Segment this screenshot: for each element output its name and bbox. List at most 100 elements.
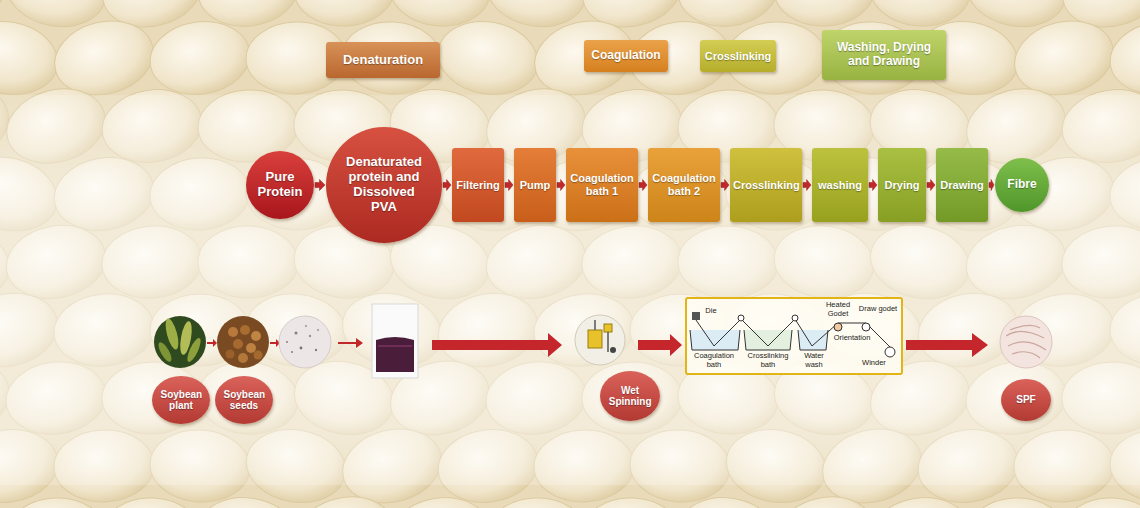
node-text: Coagulation bath 2: [651, 172, 717, 197]
soybean-shape: [4, 495, 108, 508]
flow-arrow: [989, 180, 994, 191]
process-box: Drawing: [936, 148, 988, 222]
node-text: Drawing: [939, 179, 985, 192]
small-arrow: [270, 339, 280, 347]
small-arrow: [338, 338, 363, 348]
node-text: Denaturated protein and Dissolved PVA: [341, 155, 426, 215]
node-text: Coagulation: [587, 49, 665, 63]
flow-arrow: [315, 180, 325, 191]
node-text: Pure Protein: [256, 170, 305, 200]
process-box: Drying: [878, 148, 926, 222]
soybean-shape: [1060, 495, 1140, 508]
process-box: Coagulation bath 2: [648, 148, 720, 222]
caption-oval: Soybean plant: [152, 376, 210, 424]
protein-solution-image: [372, 304, 418, 378]
flow-arrow: [927, 180, 935, 191]
bath-trough: [798, 330, 828, 350]
flow-arrow: [803, 180, 811, 191]
soybean-shape: [484, 495, 588, 508]
soybean-shape: [145, 15, 254, 100]
caption-oval: Wet Spinning: [600, 371, 660, 421]
die-symbol: [692, 312, 700, 320]
flow-arrow: [721, 180, 729, 191]
bath-trough: [744, 330, 792, 350]
process-circle: Denaturated protein and Dissolved PVA: [326, 127, 442, 243]
soybean-shape: [0, 14, 63, 102]
winder-roller: [885, 347, 895, 357]
node-text: Pump: [517, 179, 553, 192]
schematic-label: Die: [702, 307, 720, 316]
soybean-shape: [0, 491, 15, 508]
node-text: Drying: [881, 179, 923, 192]
process-box: Filtering: [452, 148, 504, 222]
protein-powder-image: [279, 316, 331, 368]
small-arrow: [207, 339, 217, 347]
bath-trough: [690, 330, 740, 350]
flow-arrow: [505, 180, 513, 191]
soybean-shape: [964, 495, 1068, 508]
stage-header: Crosslinking: [700, 40, 776, 72]
flow-arrow: [869, 180, 877, 191]
soybean-shape: [1105, 15, 1140, 100]
soybean-shape: [193, 491, 303, 508]
schematic-label: Coagulation bath: [688, 352, 740, 369]
process-box: Pump: [514, 148, 556, 222]
node-text: SPF: [1009, 394, 1044, 406]
end-circle: Fibre: [995, 158, 1049, 212]
soybean-shape: [286, 486, 401, 508]
caption-oval: SPF: [1001, 379, 1051, 421]
light-band: [0, 95, 1140, 485]
stage-header: Denaturation: [326, 42, 440, 78]
soybean-shape: [433, 14, 544, 102]
schematic-label: Crosslinking bath: [742, 352, 794, 369]
schematic-label: Winder: [860, 359, 888, 368]
flow-arrow: [639, 180, 647, 191]
soybean-seeds-image: [217, 316, 269, 368]
node-text: Denaturation: [329, 53, 437, 68]
soybean-shape: [100, 495, 204, 508]
soybean-shape: [673, 491, 783, 508]
caption-oval: Soybean seeds: [215, 376, 273, 424]
node-text: Coagulation bath 1: [569, 172, 635, 197]
schematic-label: Draw godet: [856, 305, 900, 314]
node-text: Soybean plant: [160, 389, 201, 412]
stage-header: Coagulation: [584, 40, 668, 72]
fibre-path: [696, 319, 890, 347]
start-circle: Pure Protein: [246, 151, 314, 219]
process-box: Coagulation bath 1: [566, 148, 638, 222]
soybean-shape: [580, 495, 684, 508]
node-text: Soybean seeds: [223, 389, 264, 412]
spf-fibre-image: [1000, 316, 1052, 368]
node-text: washing: [815, 179, 865, 192]
wet-spinning-schematic: [686, 298, 902, 374]
big-arrow: [432, 333, 562, 357]
flow-arrow: [443, 180, 451, 191]
process-box: washing: [812, 148, 868, 222]
node-text: Crosslinking: [733, 179, 799, 192]
wet-spinning-image: [575, 315, 625, 365]
soybean-shape: [865, 491, 975, 508]
flow-arrow: [557, 180, 565, 191]
node-text: Wet Spinning: [609, 385, 652, 408]
heated-godet-roller: [834, 323, 842, 331]
process-box: Crosslinking: [730, 148, 802, 222]
soybean-shape: [766, 486, 881, 508]
big-arrow: [906, 333, 988, 357]
node-text: Crosslinking: [703, 50, 773, 63]
draw-godet-roller: [862, 323, 870, 331]
node-text: Fibre: [1003, 178, 1041, 192]
schematic-label: Orientation: [832, 334, 872, 343]
stage-header: Washing, Drying and Drawing: [822, 30, 946, 80]
soybean-plant-image: [154, 316, 206, 368]
schematic-label: Water wash: [796, 352, 832, 369]
node-text: Washing, Drying and Drawing: [825, 41, 943, 69]
schematic-label: Heated Godet: [822, 301, 854, 318]
node-text: Filtering: [455, 179, 501, 192]
soybean-shape: [385, 491, 495, 508]
